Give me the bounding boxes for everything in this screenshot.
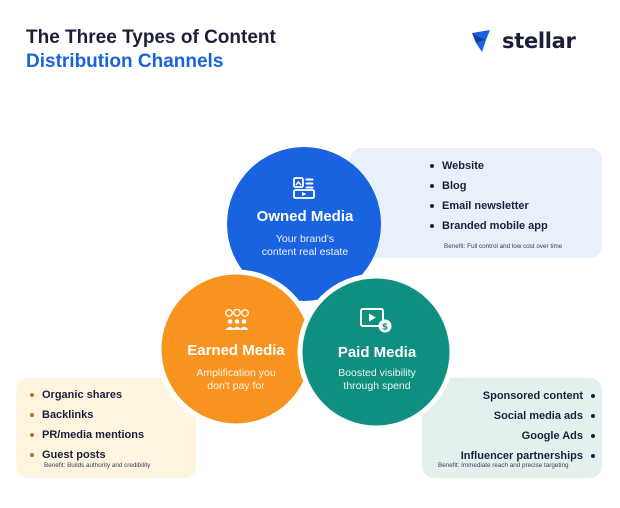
- list-item: PR/media mentions: [30, 425, 144, 445]
- page-title: The Three Types of Content Distribution …: [26, 26, 276, 74]
- list-item: Blog: [430, 176, 548, 196]
- list-item: Branded mobile app: [430, 216, 548, 236]
- list-item: Guest posts: [30, 445, 144, 465]
- paid-media-title: Paid Media: [337, 344, 417, 361]
- subtitle-line: Your brand's: [275, 233, 335, 245]
- owned-media-title: Owned Media: [256, 208, 354, 225]
- list-item: Influencer partnerships: [461, 446, 596, 466]
- logo-text: stellar: [502, 29, 576, 53]
- title-line-2: Distribution Channels: [26, 51, 224, 72]
- list-item: Organic shares: [30, 385, 144, 405]
- owned-media-circle: [227, 147, 381, 301]
- paid-media-panel: [422, 378, 602, 478]
- subtitle-line: through spend: [343, 380, 411, 392]
- paid-media-text: Paid Media Boosted visibility through sp…: [316, 344, 438, 393]
- owned-benefit: Benefit: Full control and low cost over …: [444, 243, 563, 250]
- owned-media-panel: [350, 148, 602, 258]
- paid-benefit: Benefit: Immediate reach and precise tar…: [438, 462, 569, 469]
- layout-grid-icon: [293, 177, 315, 199]
- stellar-logo: stellar: [470, 29, 576, 53]
- subtitle-line: don't pay for: [207, 380, 265, 392]
- stellar-logo-icon: [472, 30, 490, 52]
- owned-media-list: Website Blog Email newsletter Branded mo…: [430, 156, 548, 236]
- list-item: Email newsletter: [430, 196, 548, 216]
- people-speech-icon: [225, 309, 249, 330]
- list-item: Website: [430, 156, 548, 176]
- subtitle-line: Boosted visibility: [338, 367, 416, 379]
- earned-benefit: Benefit: Builds authority and credibilit…: [44, 462, 151, 469]
- earned-media-panel: [16, 378, 196, 478]
- earned-media-subtitle: Amplification you don't pay for: [168, 367, 304, 393]
- list-item: Sponsored content: [461, 386, 596, 406]
- earned-media-title: Earned Media: [187, 342, 285, 359]
- video-dollar-icon: $: [360, 308, 392, 333]
- owned-media-text: Owned Media Your brand's content real es…: [240, 208, 370, 259]
- owned-media-subtitle: Your brand's content real estate: [240, 233, 370, 259]
- list-item: Backlinks: [30, 405, 144, 425]
- subtitle-line: content real estate: [261, 246, 349, 258]
- earned-media-list: Organic shares Backlinks PR/media mentio…: [30, 385, 144, 465]
- paid-media-circle: [297, 273, 455, 431]
- paid-media-list: Sponsored content Social media ads Googl…: [461, 386, 596, 466]
- list-item: Google Ads: [461, 426, 596, 446]
- paid-media-subtitle: Boosted visibility through spend: [316, 367, 438, 393]
- subtitle-line: Amplification you: [196, 367, 276, 379]
- svg-text:$: $: [382, 323, 388, 333]
- title-line-1: The Three Types of Content: [26, 27, 276, 48]
- list-item: Social media ads: [461, 406, 596, 426]
- earned-media-text: Earned Media Amplification you don't pay…: [168, 342, 304, 393]
